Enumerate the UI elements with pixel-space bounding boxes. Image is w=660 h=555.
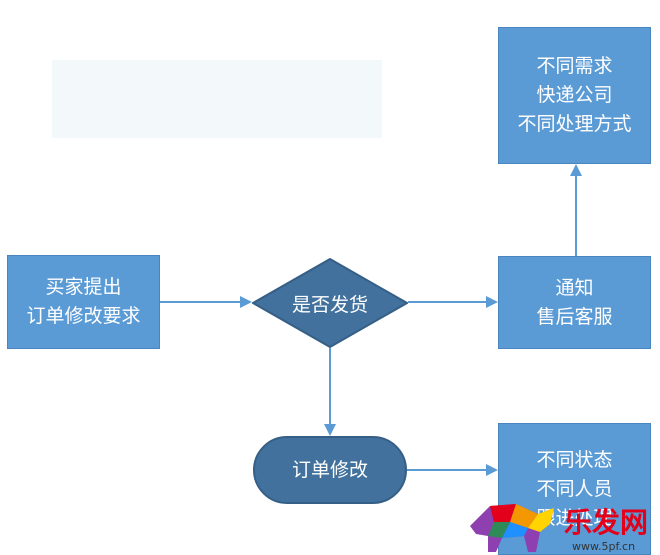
status-follow-line-3: 跟进处理 — [536, 506, 613, 529]
notify-service-box: 通知 售后客服 — [498, 256, 651, 349]
bull-logo-icon: 乐发网 www.5pf.cn — [470, 504, 648, 553]
different-needs-box: 不同需求 快递公司 不同处理方式 — [498, 27, 651, 164]
watermark-brand: 乐发网 — [564, 506, 648, 539]
different-needs-line-1: 不同需求 — [536, 55, 613, 77]
buyer-request-line-2: 订单修改要求 — [26, 305, 141, 327]
status-follow-line-2: 不同人员 — [536, 477, 613, 500]
different-needs-line-2: 快递公司 — [536, 84, 613, 106]
buyer-request-line-1: 买家提出 — [45, 276, 122, 298]
notify-service-line-1: 通知 — [555, 276, 594, 299]
status-follow-box: 不同状态 不同人员 跟进处理 — [498, 423, 651, 555]
buyer-request-box: 买家提出 订单修改要求 — [7, 255, 160, 349]
modify-order-box: 订单修改 — [253, 436, 407, 504]
watermark-logo: 乐发网 www.5pf.cn — [466, 492, 660, 555]
shipped-decision-label: 是否发货 — [291, 293, 368, 316]
notify-service-line-2: 售后客服 — [536, 305, 613, 328]
shipped-decision: 是否发货 — [252, 258, 408, 348]
different-needs-line-3: 不同处理方式 — [517, 113, 632, 135]
faint-background-panel — [52, 60, 382, 138]
modify-order-label: 订单修改 — [291, 458, 368, 481]
status-follow-line-1: 不同状态 — [536, 448, 613, 471]
decision-diamond-shape — [252, 258, 408, 348]
watermark-url: www.5pf.cn — [572, 540, 635, 553]
